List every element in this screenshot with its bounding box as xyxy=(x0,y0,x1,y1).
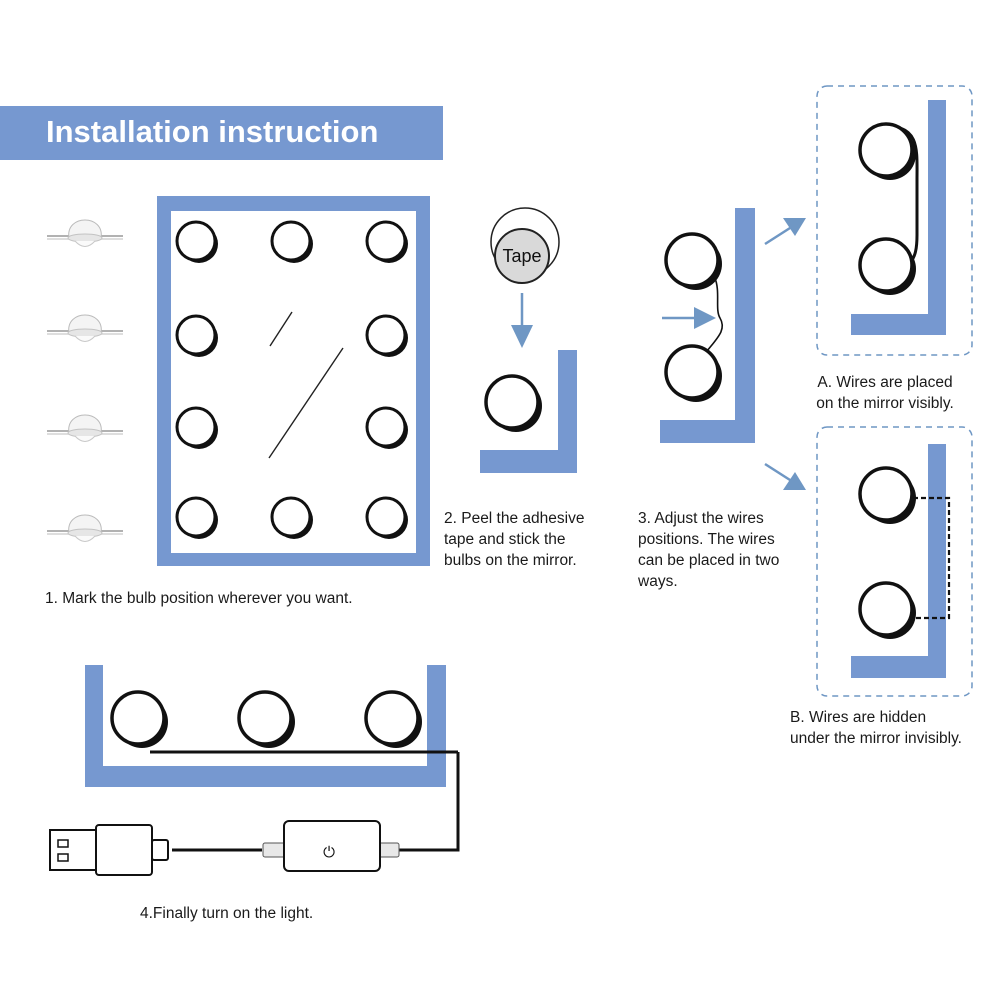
corner-diagram-step3 xyxy=(660,208,755,443)
power-switch-icon: ⏻ xyxy=(262,820,400,872)
led-bulb-icon xyxy=(46,314,124,343)
led-bulb-icon xyxy=(46,514,124,543)
option-a-frame xyxy=(816,85,973,356)
tape-icon: Tape xyxy=(490,207,560,284)
arrow-icon xyxy=(511,293,533,348)
corner-diagram-step2 xyxy=(480,350,577,473)
power-glyph: ⏻ xyxy=(323,843,335,861)
mirror-diagram xyxy=(157,196,430,566)
led-bulb-icon xyxy=(46,219,124,248)
tape-label: Tape xyxy=(502,246,541,266)
step2-caption: 2. Peel the adhesive tape and stick the … xyxy=(444,510,585,569)
step4-caption: 4.Finally turn on the light. xyxy=(140,905,314,922)
arrow-icon xyxy=(662,307,716,329)
bottom-mirror-diagram xyxy=(85,665,460,852)
option-a-caption: A. Wires are placed on the mirror visibl… xyxy=(816,374,954,412)
page-title: Installation instruction xyxy=(46,114,379,149)
step1-caption: 1. Mark the bulb position wherever you w… xyxy=(45,590,353,607)
step3-caption: 3. Adjust the wires positions. The wires… xyxy=(638,510,780,590)
usb-plug-icon xyxy=(49,824,169,876)
led-bulb-icon xyxy=(46,414,124,443)
option-b-caption: B. Wires are hidden under the mirror inv… xyxy=(790,709,962,747)
arrow-icon xyxy=(764,218,806,246)
option-b-frame xyxy=(816,426,973,697)
title-banner: Installation instruction xyxy=(0,106,443,160)
arrow-icon xyxy=(764,462,806,490)
